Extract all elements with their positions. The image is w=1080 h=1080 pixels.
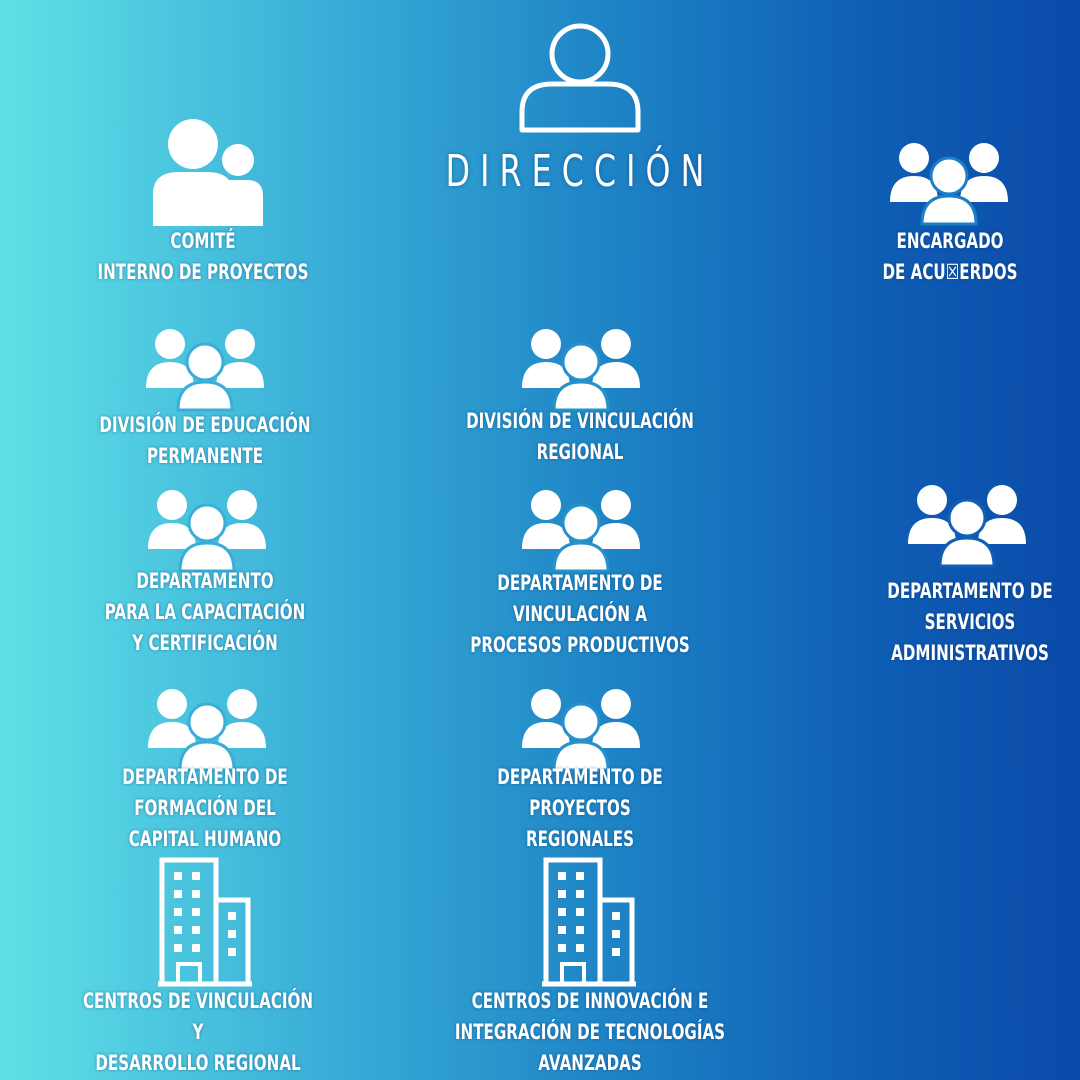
person-icon xyxy=(519,23,641,133)
building-icon xyxy=(542,857,636,987)
node-div-vinculacion-label: DIVISIÓN DE VINCULACIÓN REGIONAL xyxy=(466,409,694,464)
node-comite-label: COMITÉ INTERNO DE PROYECTOS xyxy=(97,229,309,284)
node-div-educacion-label: DIVISIÓN DE EDUCACIÓN PERMANENTE xyxy=(99,413,311,468)
group-icon xyxy=(890,143,1008,226)
node-depto-formacion-label: DEPARTAMENTO DE FORMACIÓN DEL CAPITAL HU… xyxy=(122,765,288,851)
group-icon xyxy=(908,485,1026,568)
group-icon xyxy=(146,329,264,412)
page-title: DIRECCIÓN xyxy=(445,146,715,197)
group-icon xyxy=(522,490,640,573)
node-encargado-label: ENCARGADO DE ACU☒ERDOS xyxy=(882,229,1018,284)
group-icon xyxy=(148,689,266,772)
building-icon xyxy=(158,857,252,987)
node-depto-capacitacion-label: DEPARTAMENTO PARA LA CAPACITACIÓN Y CERT… xyxy=(104,569,306,655)
group-icon xyxy=(522,329,640,412)
node-depto-vinculacion-procesos-label: DEPARTAMENTO DE VINCULACIÓN A PROCESOS P… xyxy=(470,571,690,657)
node-depto-servicios-label: DEPARTAMENTO DE SERVICIOS ADMINISTRATIVO… xyxy=(887,579,1053,665)
node-depto-proyectos-label: DEPARTAMENTO DE PROYECTOS REGIONALES xyxy=(497,765,663,851)
node-centros-vinculacion-label: CENTROS DE VINCULACIÓN Y DESARROLLO REGI… xyxy=(82,989,314,1075)
group-icon xyxy=(522,689,640,772)
group-icon xyxy=(148,490,266,573)
node-centros-innovacion-label: CENTROS DE INNOVACIÓN E INTEGRACIÓN DE T… xyxy=(454,989,726,1075)
two-people-icon xyxy=(153,119,263,226)
